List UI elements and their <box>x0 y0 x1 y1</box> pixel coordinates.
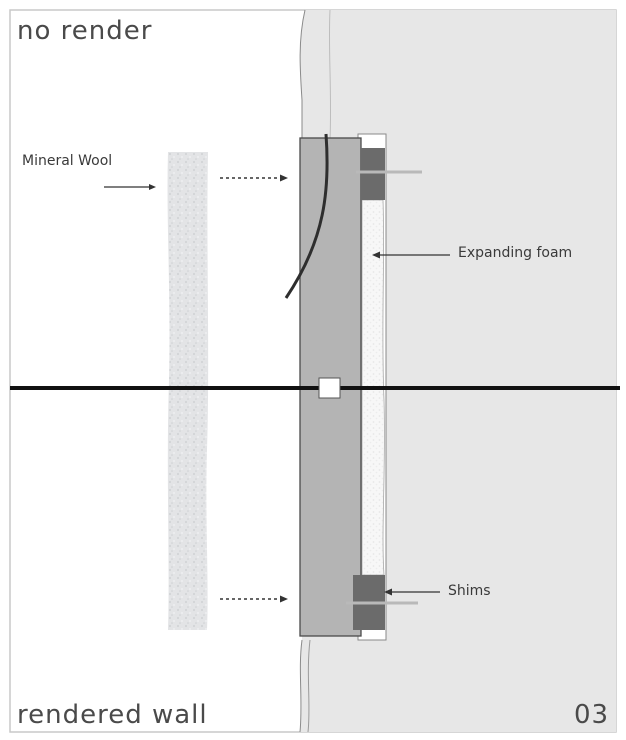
render-layer-line <box>328 9 332 141</box>
mineral-wool-strip <box>167 152 209 630</box>
membrane-tape <box>284 133 329 299</box>
label-rendered-wall: rendered wall <box>17 700 208 730</box>
label-shims: Shims <box>448 583 491 599</box>
shim-top <box>361 148 385 200</box>
arrow-left-icon <box>384 588 392 596</box>
arrow-right-icon <box>280 174 288 182</box>
arrow-left-icon <box>372 251 380 259</box>
wall-edge-line <box>299 9 306 140</box>
render-layer-line <box>307 639 311 733</box>
section-marker <box>318 377 341 399</box>
arrow-right-icon <box>149 184 156 190</box>
label-figure-number: 03 <box>574 700 610 730</box>
arrow-right-icon <box>280 595 288 603</box>
wall-edge-line <box>299 639 303 733</box>
label-mineral-wool: Mineral Wool <box>22 153 113 169</box>
label-no-render: no render <box>17 16 153 46</box>
label-expanding-foam: Expanding foam <box>458 245 573 261</box>
